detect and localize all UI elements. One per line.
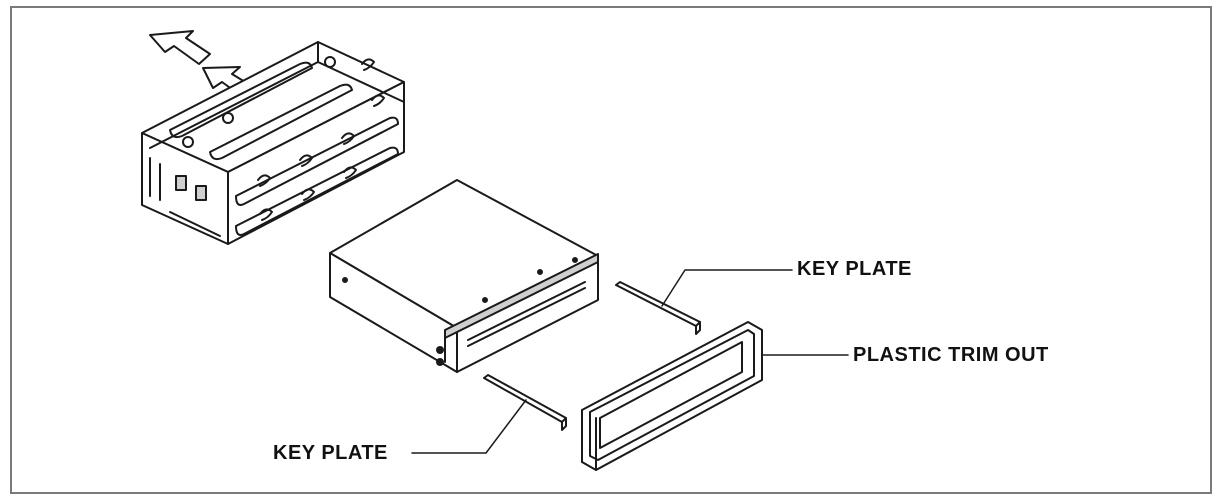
arrow-outline-icon bbox=[149, 30, 211, 65]
plastic-trim-out bbox=[581, 321, 849, 471]
key-plate-bottom-label: KEY PLATE bbox=[273, 442, 388, 464]
plastic-trim-out-label: PLASTIC TRIM OUT bbox=[853, 344, 1049, 366]
mounting-sleeve bbox=[141, 41, 405, 245]
head-unit bbox=[329, 179, 599, 373]
key-plate-top-label: KEY PLATE bbox=[797, 258, 912, 280]
key-plate-top bbox=[615, 269, 793, 335]
key-plate-bottom bbox=[411, 374, 567, 454]
